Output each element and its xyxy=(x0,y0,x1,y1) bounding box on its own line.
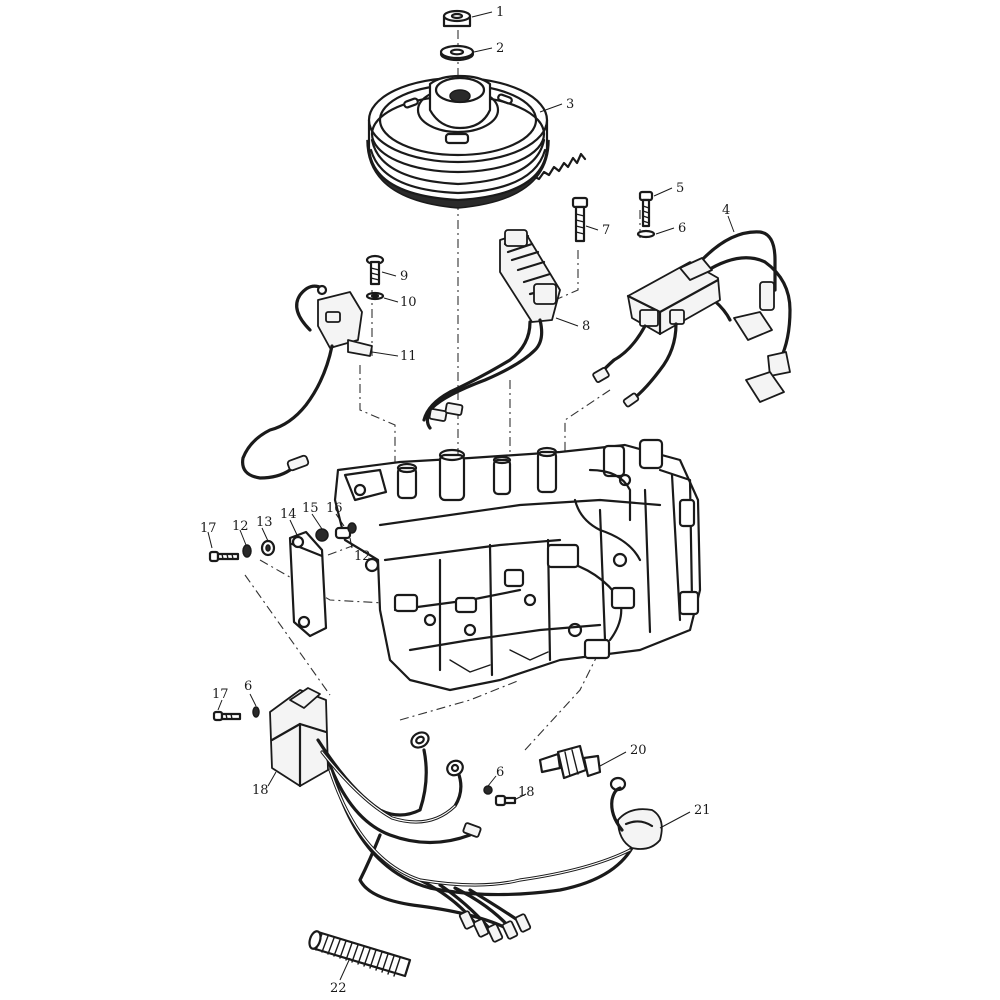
callout-18-bolt: 18 xyxy=(518,785,535,800)
flywheel-nut xyxy=(442,9,472,28)
callout-14: 14 xyxy=(280,507,297,522)
callout-22: 22 xyxy=(330,981,347,996)
cdi-unit xyxy=(269,687,329,788)
callout-leaders xyxy=(207,11,735,981)
screw-9 xyxy=(365,254,385,286)
callout-20: 20 xyxy=(630,743,647,758)
bolt-17-top xyxy=(208,550,240,563)
ignition-coil xyxy=(592,230,792,408)
flywheel xyxy=(366,74,587,209)
callout-21: 21 xyxy=(694,803,711,818)
callout-9: 9 xyxy=(400,269,408,284)
bolt-17-bottom xyxy=(212,710,242,722)
callout-3: 3 xyxy=(566,97,574,112)
bolt-7 xyxy=(571,196,589,243)
washer-12 xyxy=(242,544,252,558)
callout-7: 7 xyxy=(602,223,610,238)
sensor-coil xyxy=(241,284,373,480)
callout-6-right: 6 xyxy=(496,765,504,780)
callout-2: 2 xyxy=(496,41,504,56)
callout-labels: 1 2 3 4 5 6 7 8 9 10 11 12 12 13 14 15 1… xyxy=(200,5,730,996)
callout-8: 8 xyxy=(582,319,590,334)
callout-4: 4 xyxy=(722,203,730,218)
callout-17-bottom: 17 xyxy=(212,687,229,702)
callout-18-cdi: 18 xyxy=(252,783,269,798)
washer-6-right xyxy=(483,785,493,795)
nut-15 xyxy=(315,528,329,542)
callout-11: 11 xyxy=(400,349,417,364)
wiring-harness xyxy=(316,731,638,943)
callout-12-block: 12 xyxy=(354,549,371,564)
nut-13 xyxy=(260,539,276,557)
callout-17-top: 17 xyxy=(200,521,217,536)
engine-block xyxy=(333,438,702,692)
spiral-tube xyxy=(308,930,412,978)
callout-15: 15 xyxy=(302,501,319,516)
spacer-16 xyxy=(334,522,357,540)
bolt-5 xyxy=(638,190,654,228)
washer-6-left xyxy=(252,706,260,718)
callout-13: 13 xyxy=(256,515,273,530)
mounting-bracket xyxy=(288,530,328,638)
callout-5: 5 xyxy=(676,181,684,196)
sensor-lead-21 xyxy=(610,786,663,850)
callout-10: 10 xyxy=(400,295,417,310)
callout-6-left: 6 xyxy=(244,679,252,694)
callout-6-top: 6 xyxy=(678,221,686,236)
callout-12-bolt: 12 xyxy=(232,519,249,534)
flywheel-washer xyxy=(439,44,475,62)
callout-1: 1 xyxy=(496,5,504,20)
washer-10 xyxy=(365,291,385,301)
callout-16: 16 xyxy=(326,501,343,516)
charge-coil xyxy=(422,229,561,430)
temperature-sensor xyxy=(538,744,627,792)
washer-6-top xyxy=(636,229,656,239)
bolt-18 xyxy=(494,794,517,807)
